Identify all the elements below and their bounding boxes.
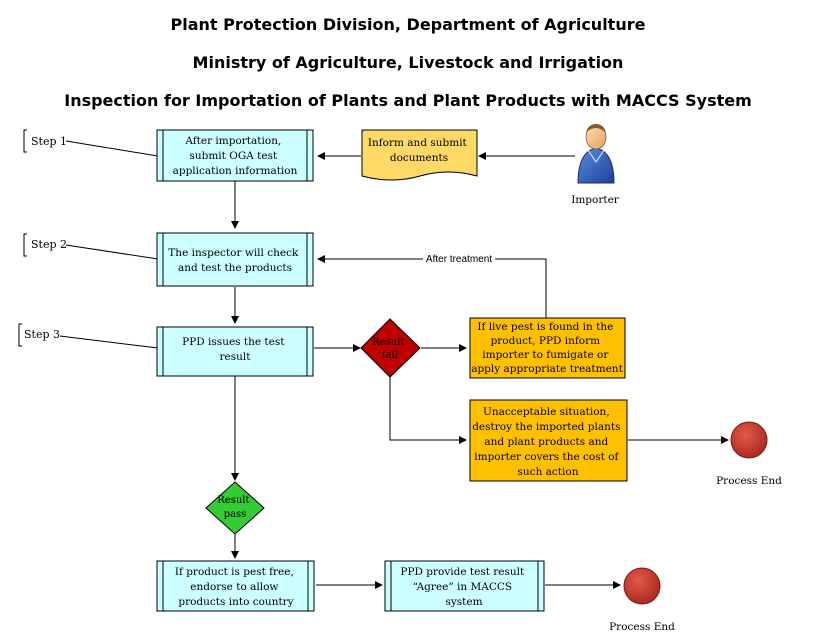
inform-documents-text: Inform and submit documents [368,137,470,164]
process-end-1-label: Process End [716,475,782,487]
step3-label: Step 3 [24,328,60,341]
live-pest-box: If live pest is found in the product, PP… [469,317,626,379]
step3-marker: Step 3 [18,323,159,349]
result-fail-diamond: Result fail [360,318,421,378]
title-ministry: Ministry of Agriculture, Livestock and I… [192,53,624,72]
result-pass-diamond: Result pass [205,481,265,535]
submit-application-text: After importation, submit OGA test appli… [173,135,298,177]
step2-label: Step 2 [31,238,67,251]
inspect-box: The inspector will check and test the pr… [156,232,314,287]
submit-application-box: After importation, submit OGA test appli… [156,129,314,182]
step2-marker: Step 2 [23,233,159,260]
importer-label: Importer [571,194,620,206]
pest-free-text: If product is pest free, endorse to allo… [175,566,297,608]
live-pest-text: If live pest is found in the product, PP… [471,321,623,375]
result-pass-text: Result pass [217,495,252,520]
process-end-2: Process End [609,567,675,633]
issue-result-text: PPD issues the test result [182,336,288,363]
inform-documents-shape: Inform and submit documents [361,129,478,181]
pest-free-box: If product is pest free, endorse to allo… [156,560,315,612]
after-treatment-label: After treatment [426,254,492,265]
title-process: Inspection for Importation of Plants and… [64,91,752,110]
connectors [231,152,729,589]
process-end-2-label: Process End [609,621,675,633]
title-division: Plant Protection Division, Department of… [170,15,646,34]
inspect-text: The inspector will check and test the pr… [168,247,301,274]
agree-text: PPD provide test result “Agree” in MACCS… [400,566,527,608]
result-fail-text: Result fail [372,337,407,361]
agree-box: PPD provide test result “Agree” in MACCS… [384,560,545,612]
step1-label: Step 1 [31,135,67,148]
importer-person-icon: Importer [571,124,620,206]
step1-marker: Step 1 [23,129,159,157]
unacceptable-text: Unacceptable situation, destroy the impo… [472,406,624,478]
process-end-1: Process End [716,421,782,487]
issue-result-box: PPD issues the test result [156,326,314,377]
unacceptable-box: Unacceptable situation, destroy the impo… [469,399,628,482]
